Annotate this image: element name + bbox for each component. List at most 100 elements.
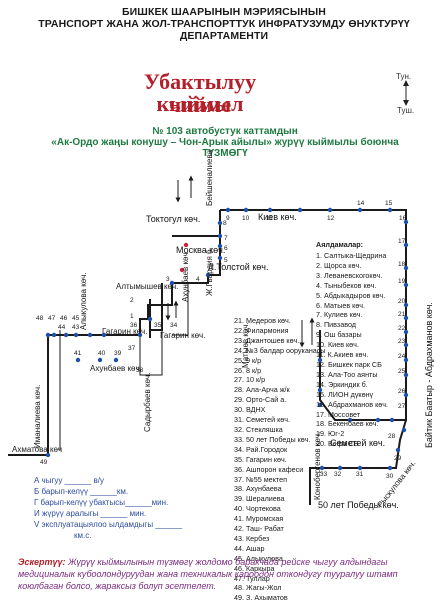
stop-list-item: 40. Чортекова: [234, 504, 281, 514]
stop-list-item: 29. Орто-Сай а.: [234, 395, 287, 405]
street-toktogul: Токтогул көч.: [146, 214, 200, 224]
legend-e: V эксплуатацыялоо ылдамдыгы ______: [34, 520, 183, 529]
svg-text:34: 34: [170, 322, 178, 329]
svg-text:8: 8: [223, 220, 227, 227]
stop-dot: [217, 243, 223, 249]
legend-b: Б барып-келүү ______км.: [34, 487, 129, 496]
stop-list-item: 48. Жагы-Жол: [234, 583, 282, 593]
svg-text:46: 46: [60, 315, 68, 322]
svg-text:6: 6: [224, 245, 228, 252]
svg-text:4: 4: [196, 276, 200, 283]
stop-list-item: 8. Пивзавод: [316, 320, 356, 330]
stop-dot: [225, 207, 231, 213]
stop-dot: [113, 357, 119, 363]
stop-list-item: 17. Моссовет: [316, 409, 361, 419]
stop-dot: [403, 342, 409, 348]
stop-dot: [217, 255, 223, 261]
stop-list-item: 24. №3 балдар ооруканасы: [234, 345, 326, 355]
stop-dot: [317, 387, 323, 393]
stop-list-item: 3. Леваневскогокөч.: [316, 270, 383, 280]
svg-text:17: 17: [398, 238, 406, 245]
street-sadyrbaev: Садырбаев көч.: [143, 373, 152, 432]
stop-dot: [267, 207, 273, 213]
stop-dot: [403, 372, 409, 378]
stop-dot: [45, 332, 51, 338]
compass-south-label: Туш.: [397, 106, 415, 115]
svg-text:3: 3: [166, 276, 170, 283]
street-moskva: Москва көч.: [176, 245, 225, 255]
street-l-tolstoy: Л.Толстой көч.: [208, 262, 268, 272]
svg-text:20: 20: [398, 298, 406, 305]
stop-list-item: 47. Туллар: [234, 573, 270, 583]
stop-dot: [403, 242, 409, 248]
route-outline-thin: [59, 283, 189, 450]
stop-dot: [147, 316, 153, 322]
stop-list-item: 36. Ашпорон кафеси: [234, 464, 304, 474]
footnote-text: Жүрүү кыймылынын түзмөгү жолдомо баракча…: [18, 557, 398, 591]
svg-text:12: 12: [327, 215, 335, 222]
svg-text:49: 49: [40, 459, 48, 466]
stop-list-item: 18. Бекенбаев көч.: [316, 419, 379, 429]
street-matyev: Матыев көч.: [241, 322, 250, 368]
svg-text:44: 44: [58, 324, 66, 331]
stop-list-item: 12. Бишкек парк СБ: [316, 359, 382, 369]
stop-dot: [101, 332, 107, 338]
svg-text:2: 2: [130, 297, 134, 304]
svg-text:48: 48: [36, 315, 44, 322]
legend-d: И жүрүү аралыгы ______ мин.: [34, 509, 147, 518]
svg-text:18: 18: [398, 261, 406, 268]
stop-dot: [51, 332, 57, 338]
svg-text:5: 5: [224, 257, 228, 264]
footnote: Эскертүү: Жүрүү кыймылынын түзмөгү жолдо…: [18, 556, 438, 592]
svg-text:47: 47: [48, 315, 56, 322]
stop-dot: [403, 219, 409, 225]
stop-dot: [387, 207, 393, 213]
stop-dot: [403, 302, 409, 308]
svg-text:27: 27: [398, 403, 406, 410]
stop-list-item: 26. 8 к/р: [234, 365, 262, 375]
stop-list-item: 44. Ашар: [234, 543, 265, 553]
stop-list-item: 37. №55 мектеп: [234, 474, 287, 484]
svg-text:1: 1: [130, 313, 134, 320]
street-pobedy: 50 лет Победы көч.: [318, 500, 399, 510]
stop-list-item: 32. Стекляшка: [234, 424, 283, 434]
stop-dot: [357, 465, 363, 471]
legend: А чыгуу ______ в/у Б барып-келүү ______к…: [34, 475, 182, 541]
stop-list-item: 21. Медеров көч.: [234, 316, 291, 325]
stop-list-item: 7. Кулиев көч.: [316, 310, 363, 320]
stop-list-item: 9. Ош базары: [316, 330, 362, 340]
stop-dot: [403, 315, 409, 321]
legend-a: А чыгуу ______ в/у: [34, 476, 105, 485]
route-line-1: № 103 автобустук каттамдын: [152, 126, 298, 137]
svg-text:14: 14: [357, 200, 365, 207]
title-line-1: Убактылуу кыймыл: [143, 69, 257, 116]
stop-list-item: 33. 50 лет Победы көч.: [234, 434, 311, 444]
stop-dot: [137, 332, 143, 338]
route-stops: [45, 207, 409, 471]
svg-text:40: 40: [98, 350, 106, 357]
stop-list-item: 14. Эркиндик б.: [316, 379, 368, 389]
street-zh-gvardiya: Ж.Гвардия б.: [205, 247, 214, 296]
street-ahmatova: Ахматова көч: [12, 445, 62, 454]
stop-list-item: 43. Кербез: [234, 533, 270, 543]
stop-list-item: 31. Семетей көч.: [234, 415, 290, 425]
svg-text:22: 22: [398, 325, 406, 332]
header-line-3: ДЕПАРТАМЕНТИ: [179, 30, 269, 42]
stop-list-item: 41. Муромская: [234, 514, 284, 524]
svg-text:31: 31: [356, 471, 364, 478]
stop-numbers: 9 10 11 12 14 15 16 17 18 19 20 21 22 23…: [36, 200, 407, 480]
stop-list-item: 11. К.Акиев көч.: [316, 350, 369, 360]
stop-list-item: 34. Рай.Городок: [234, 444, 288, 454]
street-baityk: Байтик Баатыр - Абдрахманов көч.: [424, 302, 434, 448]
svg-text:32: 32: [334, 471, 342, 478]
stop-list-item: 35. Гагарин көч.: [234, 454, 287, 464]
svg-text:35: 35: [154, 322, 162, 329]
stop-dot: [403, 265, 409, 271]
stop-list-item: 2. Щорса көч.: [316, 260, 362, 270]
street-alykulova: Алыкулова көч.: [79, 272, 88, 330]
footnote-label: Эскертүү:: [18, 557, 66, 567]
svg-text:45: 45: [72, 315, 80, 322]
stop-list-item: 25. 9 к/р: [234, 355, 262, 365]
route-line-2: «Ак-Ордо жаңы конушу – Чон-Арык айылы» ж…: [51, 137, 399, 148]
